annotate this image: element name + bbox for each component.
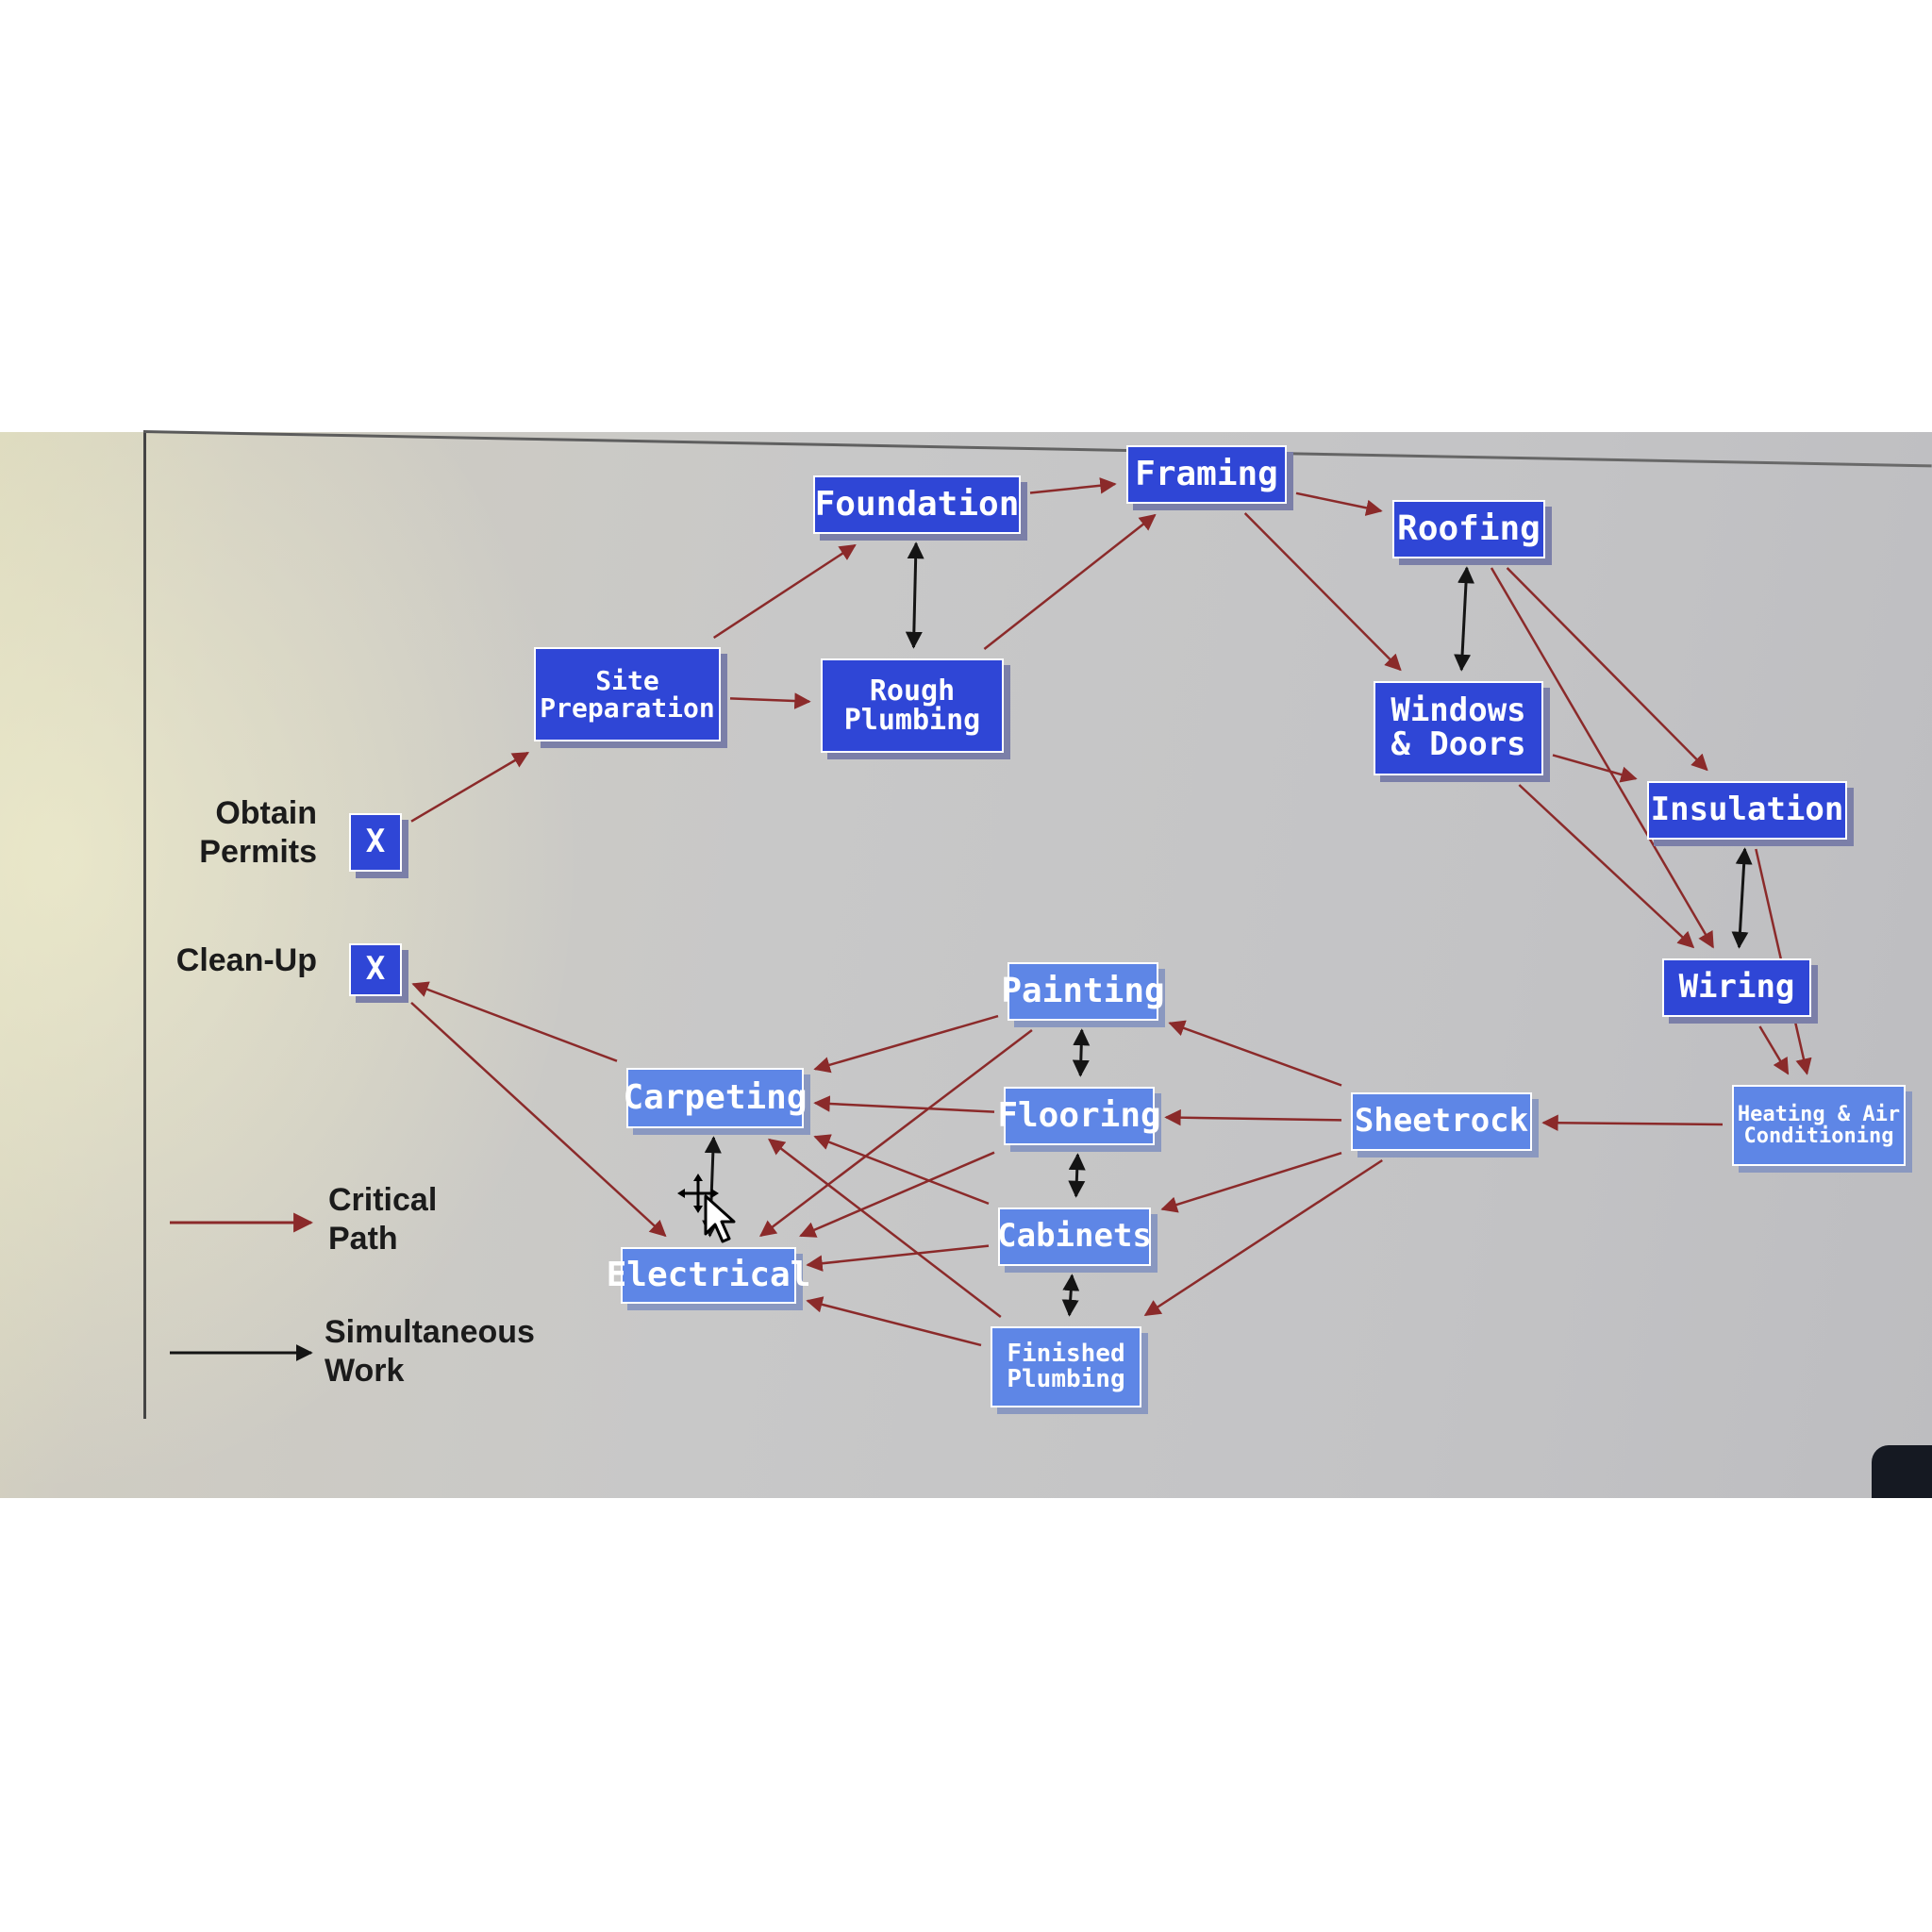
critical-path-arrow [813,1095,995,1113]
critical-path-arrow [983,513,1157,650]
critical-path-arrow [1295,491,1383,516]
critical-path-arrow [813,1134,990,1206]
node-rough-plumbing: Rough Plumbing [821,658,1004,753]
critical-path-arrow [1160,1152,1342,1213]
critical-path-arrow [799,1151,995,1238]
node-insulation: Insulation [1647,781,1847,840]
node-site-preparation: Site Preparation [534,647,721,741]
node-clean-up: X [349,943,402,996]
critical-path-arrow [1758,1025,1790,1075]
critical-path-arrow [1168,1020,1342,1087]
critical-path-arrow [813,1014,999,1074]
critical-path-arrow [806,1244,990,1272]
node-framing: Framing [1126,445,1287,504]
legend-simultaneous-work-label: Simultaneous Work [325,1314,535,1389]
critical-path-arrow [768,1138,1002,1318]
critical-path-arrow [1029,477,1117,494]
critical-path-arrow [410,751,530,823]
node-cabinets: Cabinets [997,1208,1152,1266]
simultaneous-work-arrow [1061,1274,1080,1317]
node-carpeting: Carpeting [623,1068,808,1128]
node-painting: Painting [1001,962,1165,1021]
simultaneous-work-arrow [1068,1153,1086,1198]
label-clean-up: Clean-Up [175,942,317,978]
simultaneous-work-arrow [1072,1028,1091,1077]
critical-path-arrow [411,981,618,1062]
critical-path-arrow [712,543,857,640]
node-flooring: Flooring [997,1087,1161,1145]
critical-path-arrow [1506,567,1708,772]
node-heating-air-conditioning: Heating & Air Conditioning [1732,1085,1906,1166]
label-obtain-permits: Obtain Permits [199,795,317,870]
critical-path-arrow [1518,784,1695,949]
critical-path-arrow [410,1001,667,1238]
legend-critical-path-label: Critical Path [328,1182,438,1257]
move-cursor-icon [677,1174,736,1243]
monitor-frame-left [143,432,146,1419]
simultaneous-work-arrow [1454,566,1475,672]
node-wiring: Wiring [1662,958,1811,1017]
simultaneous-work-arrow [905,541,924,649]
critical-path-arrow [1552,754,1638,783]
critical-path-arrow [1143,1158,1383,1317]
node-electrical: Electrical [607,1247,810,1304]
simultaneous-work-arrow [1731,847,1753,949]
node-finished-plumbing: Finished Plumbing [991,1326,1141,1407]
node-roofing: Roofing [1392,500,1545,558]
dark-corner-object [1872,1445,1932,1498]
photo-background [0,432,1932,1498]
node-obtain-permits: X [349,813,402,872]
node-foundation: Foundation [813,475,1021,534]
critical-path-arrow [759,1029,1033,1238]
critical-path-arrow [1164,1108,1342,1126]
critical-path-arrow [1490,567,1714,949]
node-sheetrock: Sheetrock [1351,1092,1532,1151]
critical-path-arrow [1541,1114,1724,1131]
critical-path-arrow [1243,512,1402,672]
critical-path-arrow [729,692,811,709]
critical-path-arrow [806,1296,982,1347]
node-windows-doors: Windows & Doors [1374,681,1543,775]
